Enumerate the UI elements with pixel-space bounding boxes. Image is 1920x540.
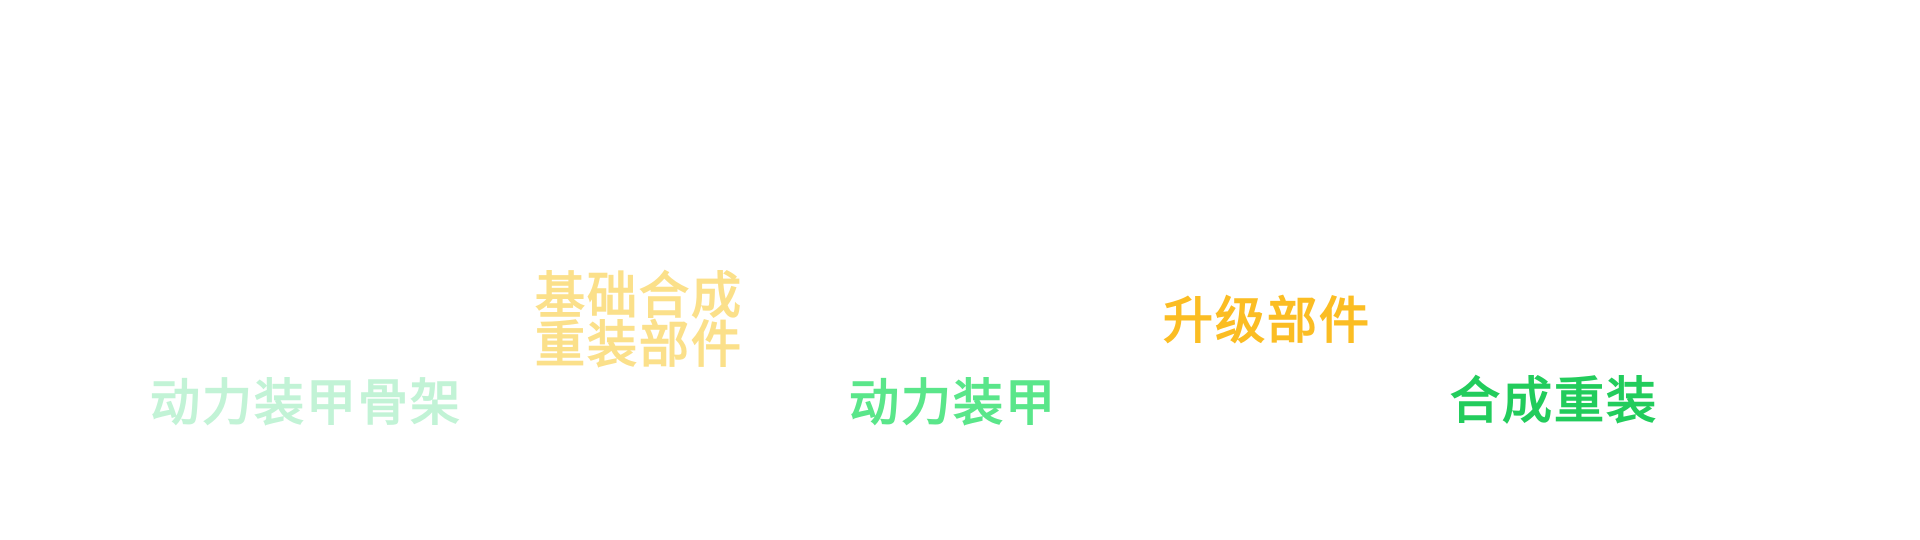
node-synthetic-heavy: 合成重装 — [1450, 372, 1658, 430]
node-power-armor-frame: 动力装甲骨架 — [150, 374, 462, 432]
node-basic-heavy-parts-line1: 基础合成 — [535, 267, 743, 325]
node-basic-heavy-parts: 基础合成 重装部件 — [535, 267, 743, 374]
node-upgrade-parts: 升级部件 — [1163, 292, 1371, 350]
node-power-armor: 动力装甲 — [849, 374, 1057, 432]
node-basic-heavy-parts-line2: 重装部件 — [535, 316, 743, 374]
